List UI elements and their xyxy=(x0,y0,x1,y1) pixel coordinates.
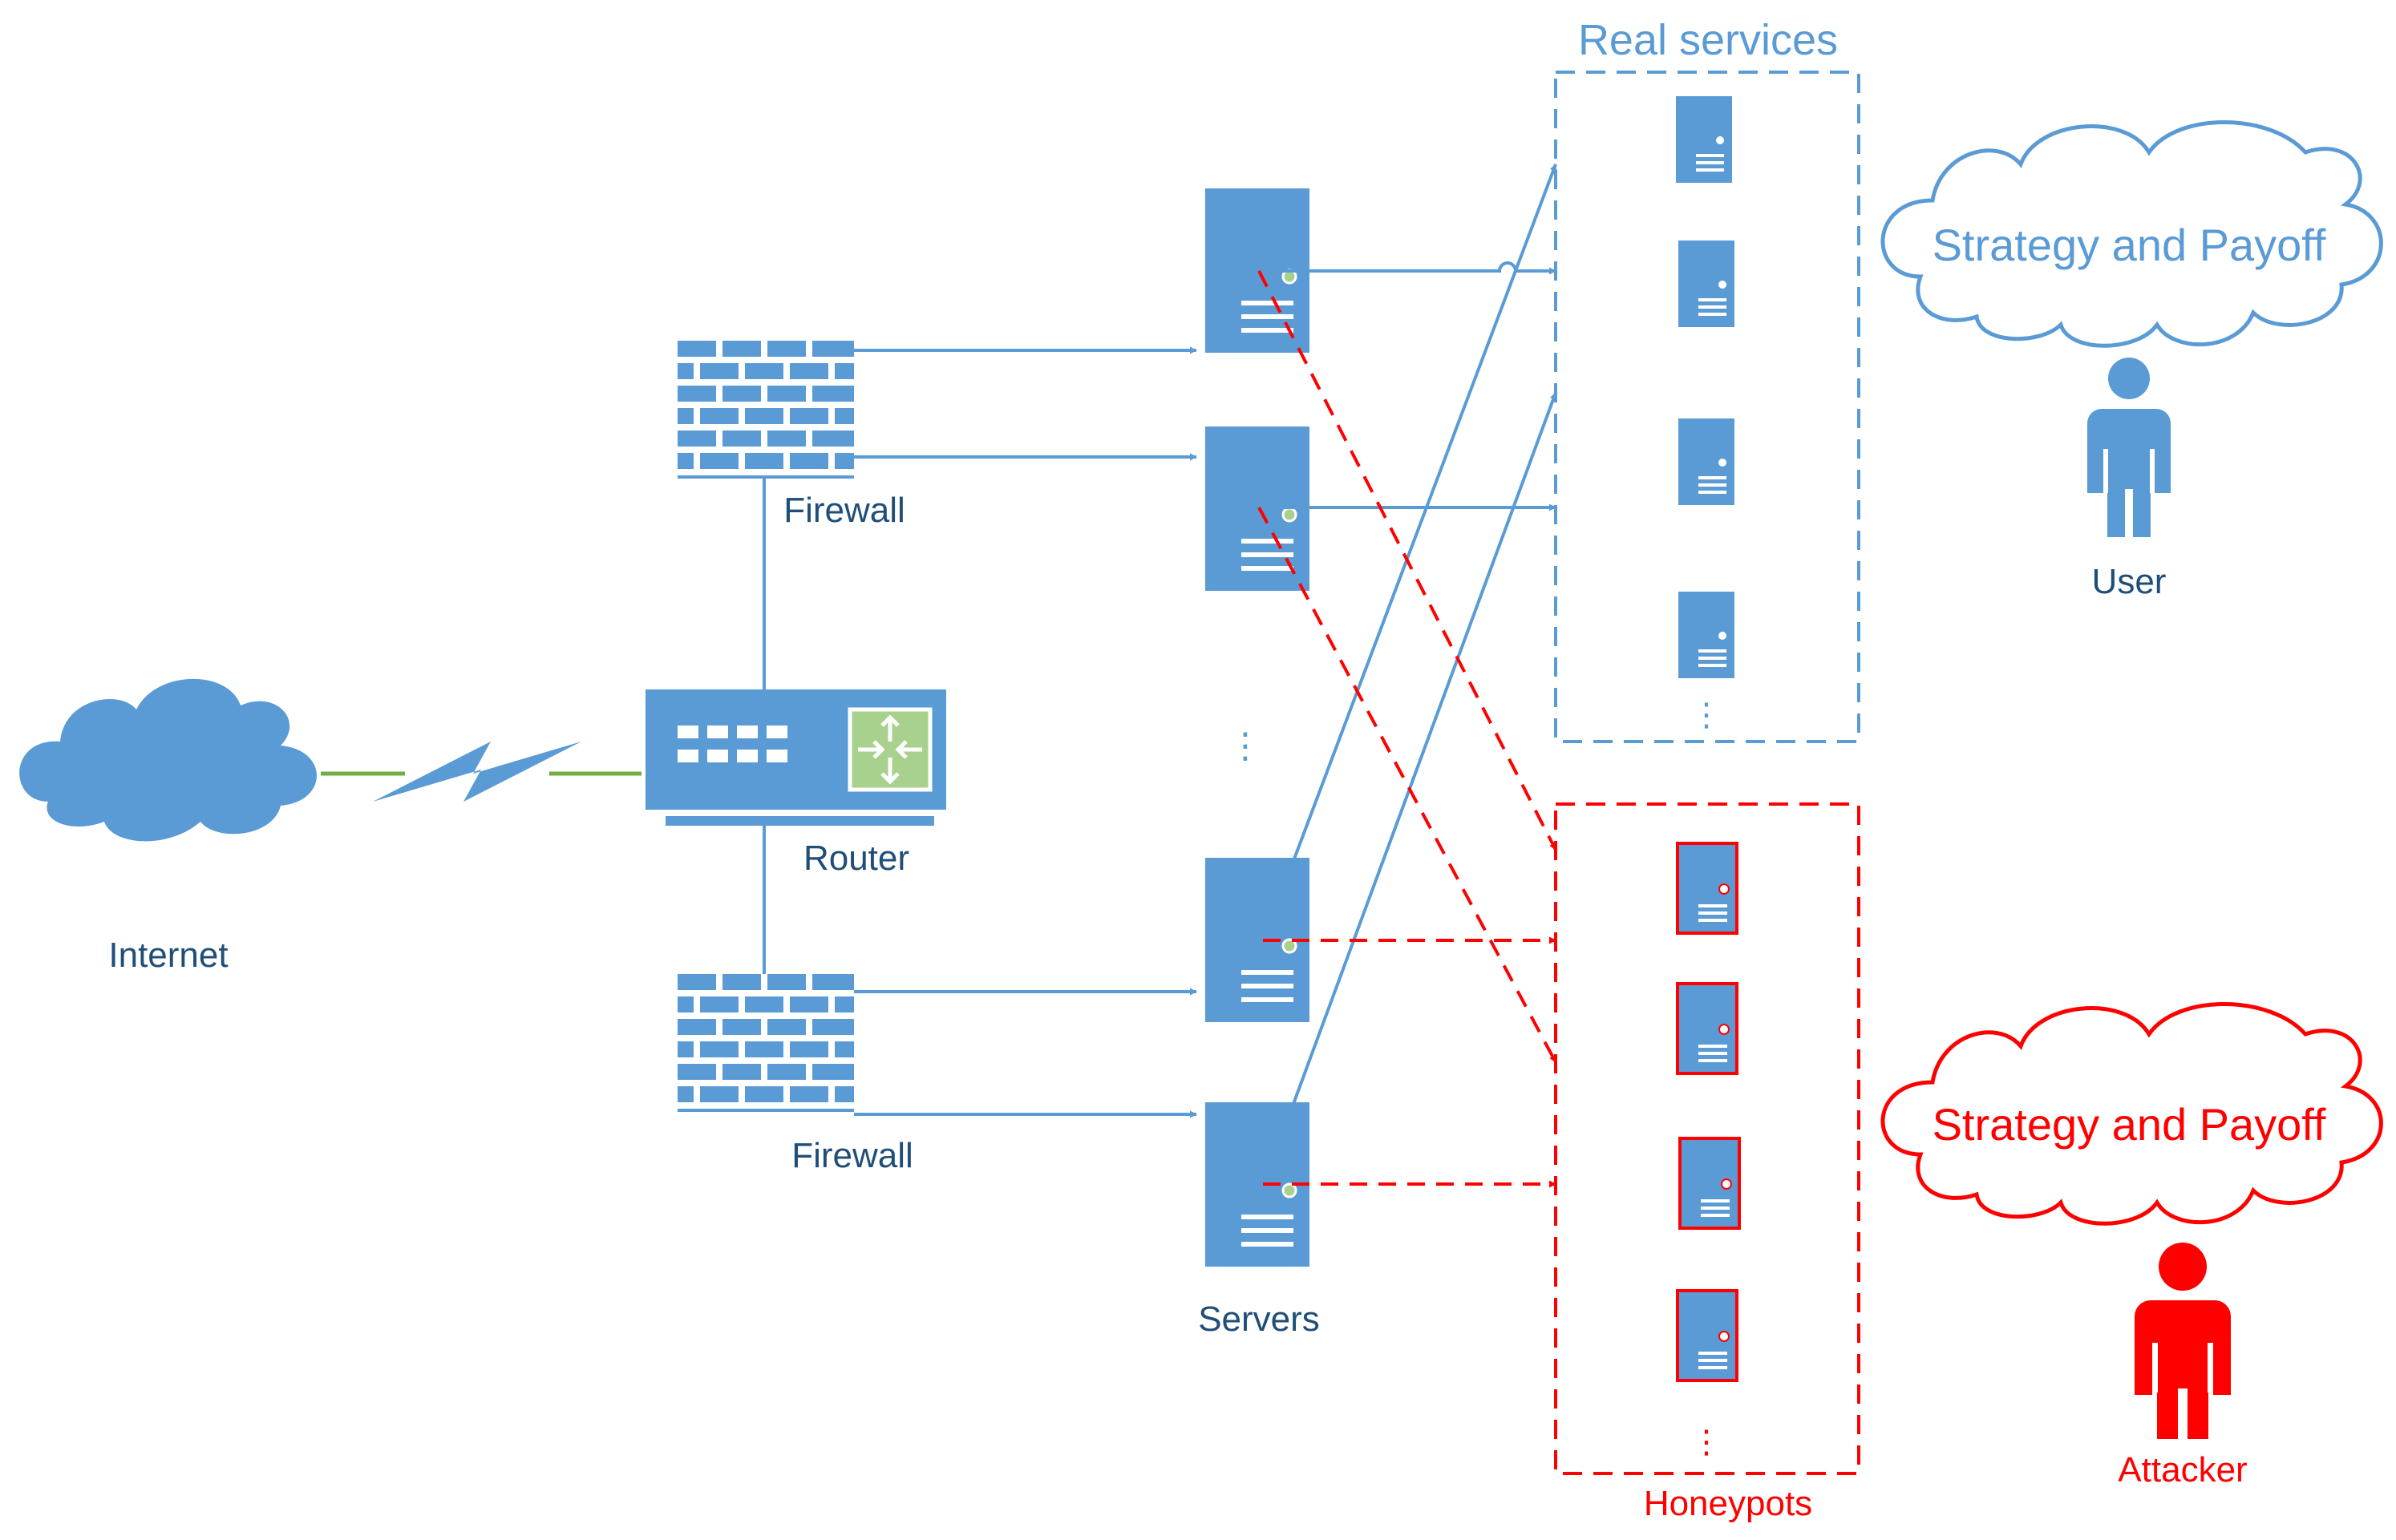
server-icon xyxy=(1678,240,1734,327)
server-icon xyxy=(1676,96,1732,183)
link-srv1-honeypot xyxy=(1257,270,1557,851)
user-group: Strategy and Payoff User xyxy=(1880,120,2383,601)
firewall-top: Firewall xyxy=(678,341,905,530)
person-icon xyxy=(2087,358,2171,537)
internet-label: Internet xyxy=(108,936,228,975)
servers-group: ⋮ Servers xyxy=(1198,188,1320,1339)
honeypots-label: Honeypots xyxy=(1644,1484,1812,1523)
firewall-icon xyxy=(678,341,854,479)
server-icon xyxy=(1678,418,1734,505)
user-label: User xyxy=(2092,562,2167,601)
link-srv3-real xyxy=(1261,164,1557,943)
servers-label: Servers xyxy=(1198,1300,1320,1339)
server-icon xyxy=(1205,188,1309,353)
cloud-icon xyxy=(1880,1002,2383,1226)
server-icon xyxy=(1676,842,1738,935)
firewall-bottom: Firewall xyxy=(678,974,913,1175)
real-services-ellipsis: ⋮ xyxy=(1690,697,1722,733)
attacker-label: Attacker xyxy=(2118,1450,2247,1489)
server-icon xyxy=(1678,592,1734,678)
firewall-bottom-label: Firewall xyxy=(791,1136,913,1175)
firewall-icon xyxy=(678,974,854,1112)
server-icon xyxy=(1676,982,1738,1075)
server-honeypot-links xyxy=(1257,270,1557,1188)
honeypots-group: ⋮ Honeypots xyxy=(1554,802,1860,1523)
internet-node: Internet xyxy=(19,678,318,975)
cloud-icon xyxy=(19,678,318,842)
attacker-group: Strategy and Payoff Attacker xyxy=(1880,1002,2383,1489)
cloud-icon xyxy=(1880,120,2383,348)
honeypots-ellipsis: ⋮ xyxy=(1690,1425,1722,1460)
link-srv2-honeypot xyxy=(1257,507,1557,1063)
person-icon xyxy=(2135,1243,2231,1439)
server-icon xyxy=(1676,1289,1738,1382)
lightning-icon xyxy=(373,742,581,802)
firewall-top-label: Firewall xyxy=(783,491,905,530)
user-cloud-text: Strategy and Payoff xyxy=(1933,220,2326,270)
router-label: Router xyxy=(803,839,909,878)
firewall-server-links xyxy=(854,346,1197,1118)
real-services-group: Real services ⋮ xyxy=(1554,16,1860,743)
router-icon xyxy=(646,689,946,826)
attacker-cloud-text: Strategy and Payoff xyxy=(1933,1099,2326,1150)
router: Router xyxy=(646,689,946,878)
real-services-label: Real services xyxy=(1578,16,1838,64)
internet-link xyxy=(321,742,641,802)
servers-ellipsis: ⋮ xyxy=(1228,726,1263,766)
server-icon xyxy=(1678,1137,1741,1230)
